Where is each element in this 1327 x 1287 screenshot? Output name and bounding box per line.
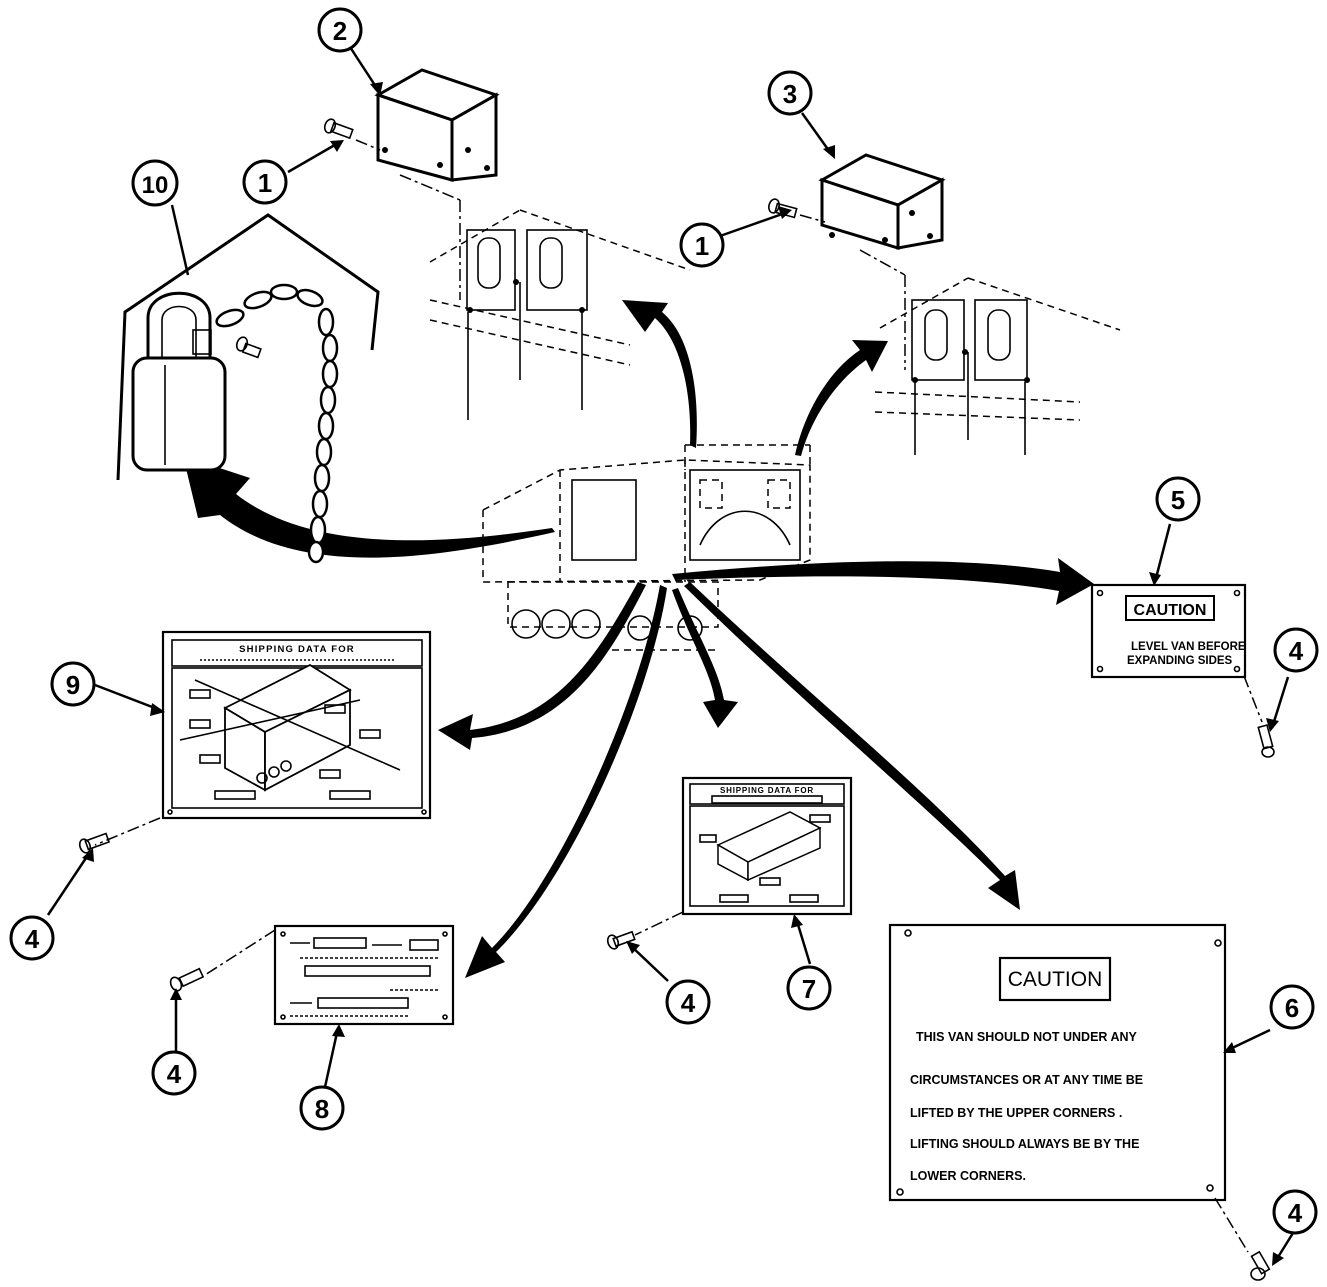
shipping-data-plate-small: SHIPPING DATA FOR — [634, 776, 853, 936]
data-plate — [204, 924, 455, 1026]
callout-6: 6 — [1269, 984, 1315, 1030]
svg-text:4: 4 — [1288, 1198, 1303, 1228]
leader-lines — [46, 46, 1295, 1266]
svg-text:3: 3 — [783, 79, 797, 109]
svg-text:6: 6 — [1285, 993, 1299, 1023]
svg-text:8: 8 — [315, 1094, 329, 1124]
svg-text:4: 4 — [681, 988, 696, 1018]
arrows — [183, 300, 1094, 978]
padlock-assembly — [116, 213, 380, 564]
callout-4-caution-small: 4 — [1273, 627, 1319, 673]
chain — [215, 283, 339, 564]
svg-text:2: 2 — [333, 16, 347, 46]
caution-small-line-2: EXPANDING SIDES — [1127, 655, 1233, 667]
shipping-small-title: SHIPPING DATA FOR — [720, 786, 814, 795]
screw-4-caution-large — [1250, 1250, 1271, 1281]
caution-large-line-1: THIS VAN SHOULD NOT UNDER ANY — [916, 1030, 1138, 1044]
callout-4-shipping-large: 4 — [9, 915, 55, 961]
screw-1-left — [323, 118, 381, 151]
callout-5: 5 — [1155, 476, 1201, 522]
callout-3: 3 — [767, 70, 813, 116]
shipping-data-plate-large: SHIPPING DATA FOR — [94, 630, 432, 846]
callout-9: 9 — [50, 661, 96, 707]
svg-text:9: 9 — [66, 670, 80, 700]
svg-text:4: 4 — [167, 1059, 182, 1089]
screw-1-right — [768, 198, 826, 223]
screw-4-data-plate — [169, 967, 205, 992]
shipping-large-title: SHIPPING DATA FOR — [239, 644, 355, 655]
corner-cover-2 — [374, 68, 500, 300]
caution-plate-small: CAUTION LEVEL VAN BEFORE EXPANDING SIDES — [1090, 583, 1263, 723]
svg-text:10: 10 — [142, 172, 169, 199]
caution-large-line-5: LOWER CORNERS. — [910, 1169, 1026, 1183]
caution-plate-large: CAUTION THIS VAN SHOULD NOT UNDER ANY CI… — [888, 923, 1249, 1253]
corner-casting-right — [874, 277, 1121, 455]
caution-large-line-4: LIFTING SHOULD ALWAYS BE BY THE — [910, 1137, 1139, 1151]
svg-text:4: 4 — [25, 924, 40, 954]
caution-large-line-2: CIRCUMSTANCES OR AT ANY TIME BE — [910, 1073, 1143, 1087]
callout-4-caution-large: 4 — [1272, 1189, 1318, 1235]
screw-4-shipping-small — [606, 930, 636, 950]
caution-large-line-3: LIFTED BY THE UPPER CORNERS . — [910, 1106, 1122, 1120]
svg-text:1: 1 — [695, 231, 709, 261]
callout-10: 10 — [131, 159, 179, 207]
corner-cover-3 — [818, 153, 946, 370]
svg-text:7: 7 — [802, 974, 816, 1004]
svg-text:4: 4 — [1289, 636, 1304, 666]
caution-small-header: CAUTION — [1134, 602, 1207, 619]
callout-8: 8 — [299, 1085, 345, 1131]
corner-casting-left — [429, 209, 691, 420]
van-vehicle — [482, 444, 811, 651]
caution-large-header: CAUTION — [1008, 968, 1103, 991]
callout-4-data-plate: 4 — [151, 1050, 197, 1096]
callout-7: 7 — [786, 965, 832, 1011]
caution-small-line-1: LEVEL VAN BEFORE — [1131, 641, 1246, 653]
screw-4-shipping-large — [78, 832, 111, 854]
svg-text:5: 5 — [1171, 485, 1185, 515]
callout-1-right: 1 — [679, 222, 725, 268]
screw-4-caution-small — [1257, 724, 1275, 758]
callout-2: 2 — [317, 7, 363, 53]
callout-1-left: 1 — [242, 159, 288, 205]
svg-text:1: 1 — [258, 168, 272, 198]
callout-4-shipping-small: 4 — [665, 979, 711, 1025]
